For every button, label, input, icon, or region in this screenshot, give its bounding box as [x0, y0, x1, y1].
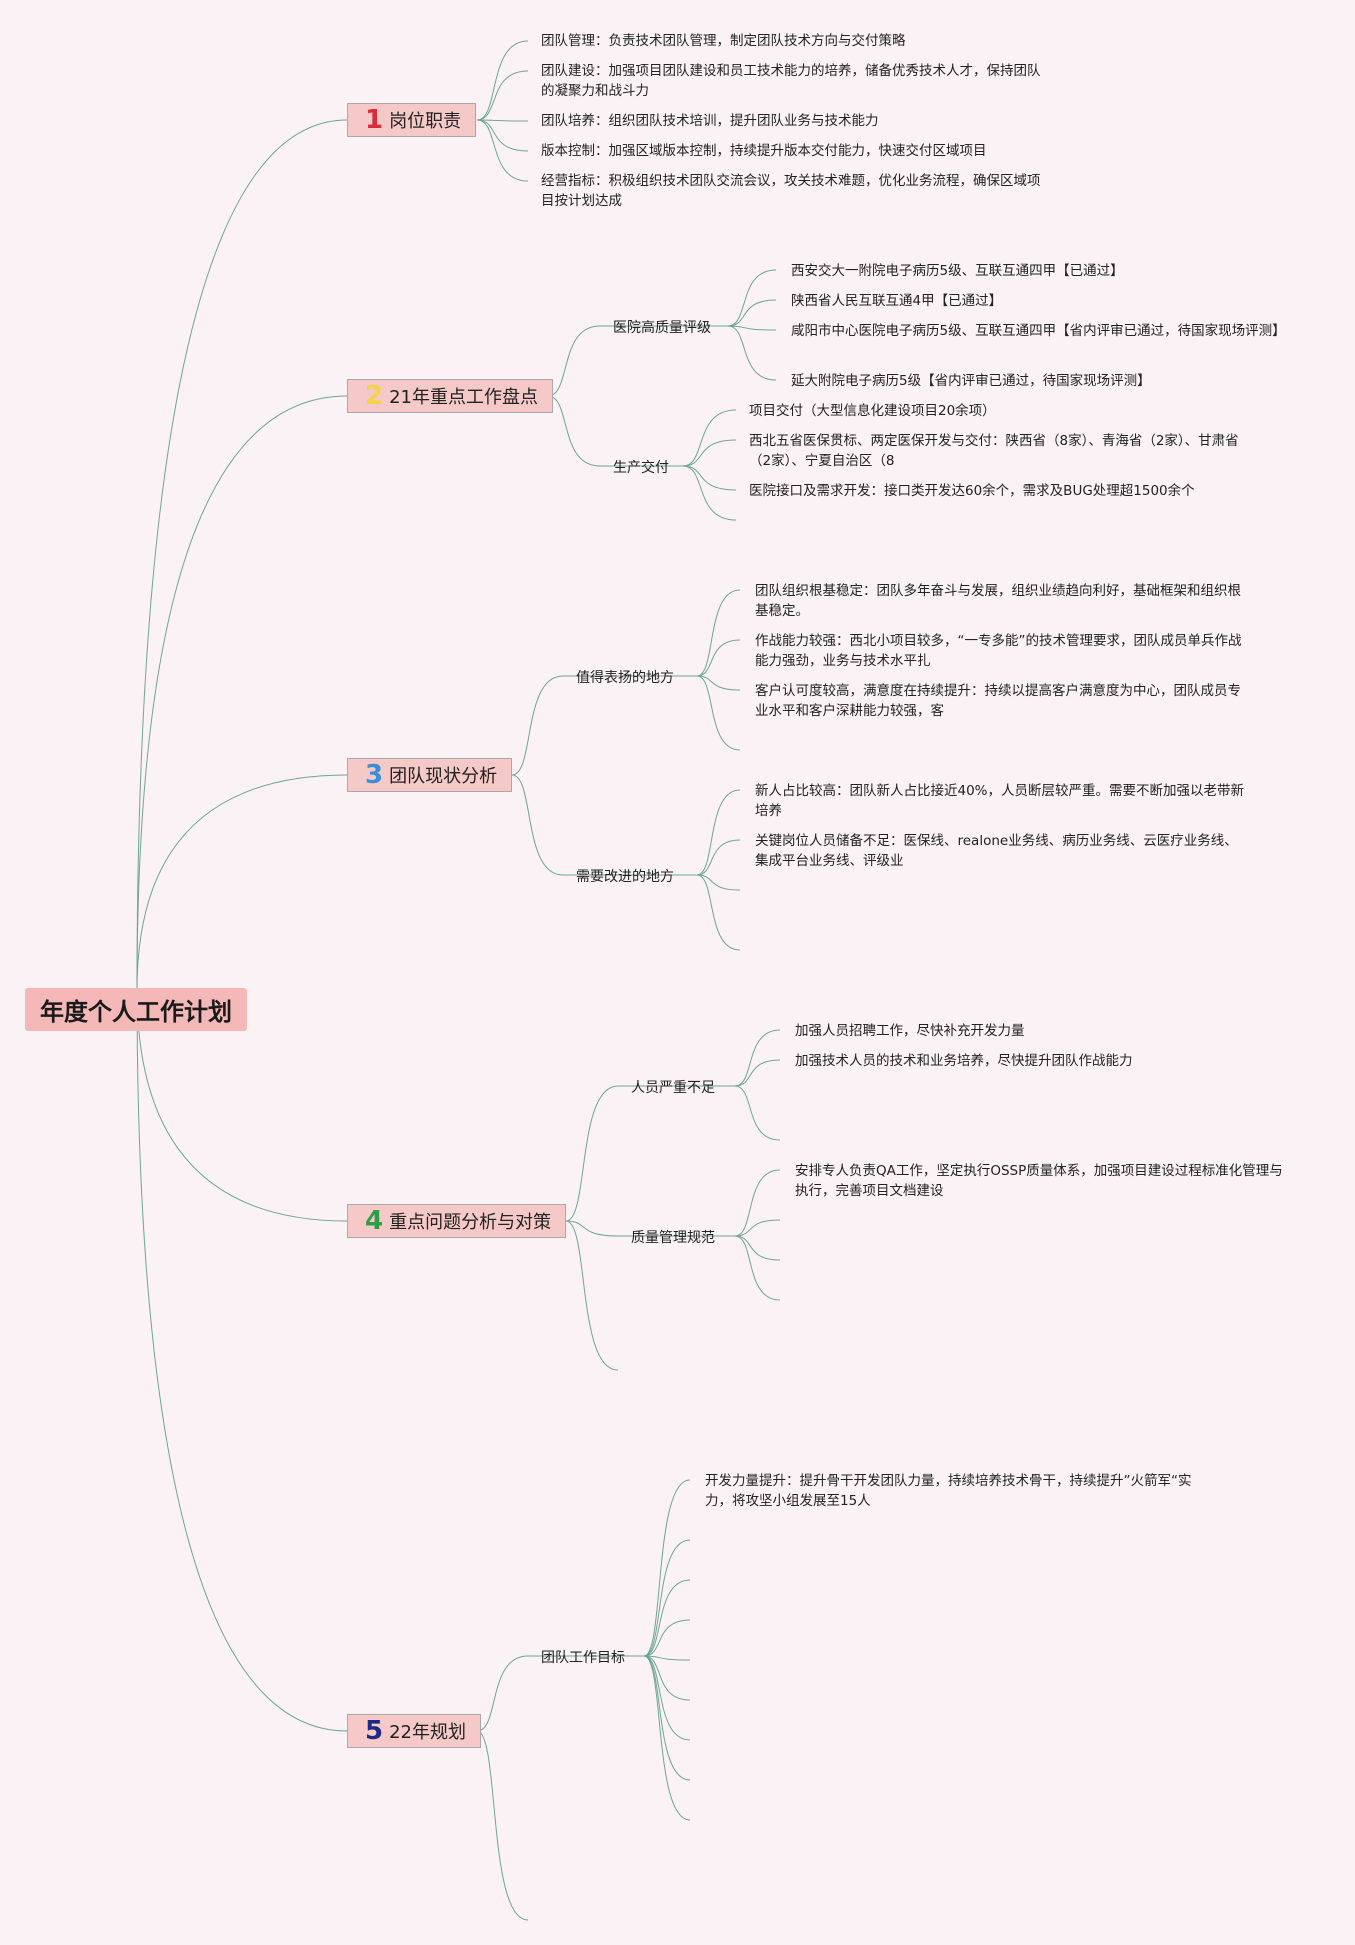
connector-line [696, 639, 741, 677]
branch-2-node[interactable]: 2 21年重点工作盘点 [347, 379, 553, 413]
connector-line [476, 119, 529, 122]
leaf-text: 团队组织根基稳定：团队多年奋斗与发展，组织业绩趋向利好，基础框架和组织根基稳定。 [755, 583, 1241, 619]
connector-line [643, 1539, 691, 1657]
leaf-text: 经营指标：积极组织技术团队交流会议，攻关技术难题，优化业务流程，确保区域项目按计… [541, 173, 1041, 209]
connector-line [682, 465, 737, 521]
leaf-text: 客户认可度较高，满意度在持续提升：持续以提高客户满意度为中心，团队成员专业水平和… [755, 683, 1241, 719]
root-node[interactable]: 年度个人工作计划 [25, 988, 247, 1031]
connector-line [734, 1235, 781, 1261]
connector-line [727, 325, 777, 331]
connector-line [643, 1479, 691, 1657]
connector-line [682, 439, 737, 467]
connector-line [734, 1059, 781, 1087]
connector-line [696, 675, 741, 691]
branch-number: 2 [365, 381, 384, 411]
sub-node-label[interactable]: 需要改进的地方 [576, 869, 674, 885]
connector-line [734, 1029, 781, 1087]
branch-number: 4 [365, 1206, 384, 1236]
sub-node-label[interactable]: 生产交付 [613, 460, 669, 476]
connector-line [547, 395, 601, 467]
branch-1-node[interactable]: 1 岗位职责 [347, 103, 477, 137]
leaf-text: 项目交付（大型信息化建设项目20余项） [749, 403, 996, 419]
connector-line [136, 119, 348, 991]
branch-number: 1 [365, 105, 384, 135]
connector-line [643, 1655, 691, 1661]
connector-line [136, 395, 348, 991]
sub-node-label[interactable]: 人员严重不足 [631, 1080, 715, 1096]
leaf-text: 团队培养：组织团队技术培训，提升团队业务与技术能力 [541, 113, 879, 129]
connector-line [136, 989, 348, 1732]
connector-line [727, 269, 777, 327]
connector-line [565, 1220, 619, 1371]
leaf-text: 医院接口及需求开发：接口类开发达60余个，需求及BUG处理超1500余个 [749, 483, 1195, 499]
branch-4-node[interactable]: 4 重点问题分析与对策 [347, 1204, 567, 1238]
connector-line [734, 1219, 781, 1237]
connector-line [734, 1169, 781, 1237]
leaf-text: 新人占比较高：团队新人占比接近40%，人员断层较严重。需要不断加强以老带新培养 [755, 783, 1245, 819]
connector-line [136, 989, 348, 1222]
sub-node-label[interactable]: 医院高质量评级 [613, 320, 711, 336]
connector-line [727, 299, 777, 327]
connector-line [643, 1579, 691, 1657]
branch-number: 5 [365, 1716, 384, 1746]
branch-title: 岗位职责 [389, 111, 462, 132]
sub-node-label[interactable]: 团队工作目标 [541, 1650, 625, 1666]
leaf-text: 团队管理：负责技术团队管理，制定团队技术方向与交付策略 [541, 33, 906, 49]
connector-line [476, 70, 529, 121]
connector-line [476, 40, 529, 121]
leaf-text: 版本控制：加强区域版本控制，持续提升版本交付能力，快速交付区域项目 [541, 143, 987, 159]
connector-line [476, 1655, 529, 1732]
leaf-text: 西安交大一附院电子病历5级、互联互通四甲【已通过】 [791, 263, 1124, 279]
connector-line [476, 1730, 529, 1921]
connector-line [696, 675, 741, 751]
connector-line [476, 119, 529, 182]
leaf-text: 咸阳市中心医院电子病历5级、互联互通四甲【省内评审已通过，待国家现场评测】 [791, 323, 1286, 339]
connector-line [696, 839, 741, 876]
connector-line [136, 774, 348, 991]
branch-title: 团队现状分析 [389, 766, 498, 787]
connector-line [643, 1655, 691, 1741]
branch-5-node[interactable]: 5 22年规划 [347, 1714, 481, 1748]
leaf-text: 加强技术人员的技术和业务培养，尽快提升团队作战能力 [795, 1053, 1133, 1069]
connector-line [696, 874, 741, 891]
branch-title: 22年规划 [389, 1722, 466, 1743]
leaf-text: 开发力量提升：提升骨干开发团队力量，持续培养技术骨干，持续提升”火箭军“实力，将… [705, 1473, 1192, 1509]
connector-line [643, 1655, 691, 1821]
connector-line [511, 774, 564, 876]
connector-line [734, 1085, 781, 1141]
connector-line [643, 1619, 691, 1657]
connector-line [682, 409, 737, 467]
leaf-text: 关键岗位人员储备不足：医保线、realone业务线、病历业务线、云医疗业务线、集… [755, 833, 1238, 869]
leaf-text: 延大附院电子病历5级【省内评审已通过，待国家现场评测】 [791, 373, 1151, 389]
sub-node-label[interactable]: 质量管理规范 [631, 1230, 715, 1246]
leaf-text: 加强人员招聘工作，尽快补充开发力量 [795, 1023, 1025, 1039]
sub-node-label[interactable]: 值得表扬的地方 [576, 670, 674, 686]
branch-number: 3 [365, 760, 384, 790]
connector-line [696, 874, 741, 951]
connector-line [565, 1085, 619, 1222]
connector-line [511, 675, 564, 776]
connector-line [547, 325, 601, 397]
branch-title: 21年重点工作盘点 [389, 387, 538, 408]
connector-line [476, 119, 529, 152]
branch-3-node[interactable]: 3 团队现状分析 [347, 758, 513, 792]
connector-line [565, 1220, 619, 1237]
leaf-text: 西北五省医保贯标、两定医保开发与交付：陕西省（8家）、青海省（2家）、甘肃省（2… [749, 433, 1239, 469]
branch-title: 重点问题分析与对策 [389, 1212, 552, 1233]
connector-line [734, 1235, 781, 1301]
connector-line [696, 789, 741, 876]
leaf-text: 安排专人负责QA工作，坚定执行OSSP质量体系，加强项目建设过程标准化管理与执行… [795, 1163, 1283, 1199]
leaf-text: 陕西省人民互联互通4甲【已通过】 [791, 293, 1003, 309]
connector-line [727, 325, 777, 381]
leaf-text: 作战能力较强：西北小项目较多，“一专多能”的技术管理要求，团队成员单兵作战能力强… [755, 633, 1242, 669]
connector-line [643, 1655, 691, 1781]
connector-line [696, 589, 741, 677]
connector-line [682, 465, 737, 491]
connector-line [643, 1655, 691, 1701]
leaf-text: 团队建设：加强项目团队建设和员工技术能力的培养，储备优秀技术人才，保持团队的凝聚… [541, 63, 1041, 99]
